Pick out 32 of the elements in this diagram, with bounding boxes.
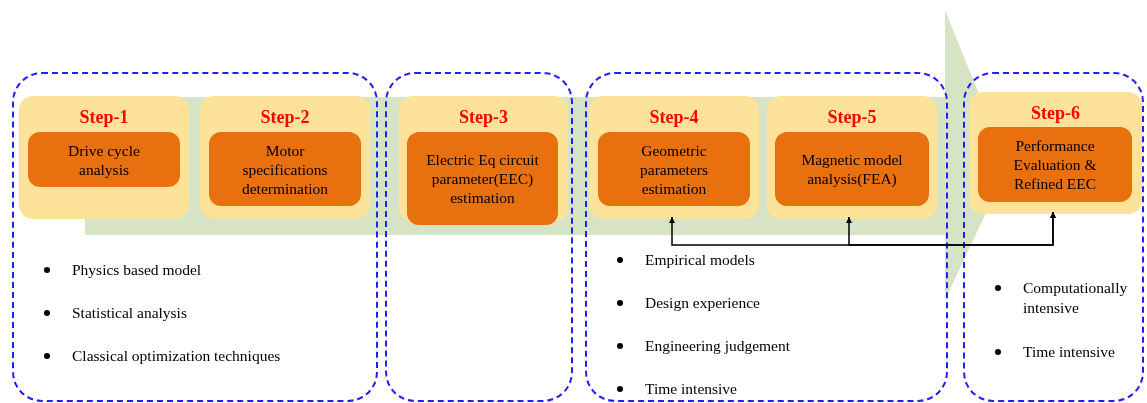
bullet-text: Engineering judgement: [645, 336, 792, 356]
process-box: Electric Eq circuit parameter(EEC) estimation: [407, 132, 558, 225]
step-heading: Step-1: [78, 106, 130, 128]
dashed-group-box: [585, 72, 948, 402]
process-box: Drive cycle analysis: [28, 132, 180, 187]
dashed-group-box: [963, 72, 1144, 402]
bullet-text: Classical optimization techniques: [72, 346, 282, 366]
step-card: [589, 96, 759, 219]
bullet-text: Design experience: [645, 293, 761, 313]
step-card: [767, 96, 937, 219]
bullet-text: Computationally intensive: [1023, 278, 1129, 318]
connector-arrow: [846, 211, 1056, 246]
process-box: Magnetic model analysis(FEA): [775, 132, 929, 206]
step-heading: Step-5: [826, 106, 878, 128]
step-heading: Step-3: [458, 106, 509, 128]
step-heading: Step-2: [259, 106, 311, 128]
bullet-text: Empirical models: [645, 250, 756, 270]
step-card: [969, 92, 1142, 214]
bullet-text: Time intensive: [1023, 342, 1116, 362]
step-card: [200, 96, 370, 219]
process-box: Performance Evaluation & Refined EEC: [978, 127, 1132, 202]
bullet-text: Physics based model: [72, 260, 203, 280]
step-heading: Step-6: [1030, 102, 1081, 124]
dashed-group-box: [385, 72, 573, 402]
process-box: Motor specifications determination: [209, 132, 361, 206]
step-heading: Step-4: [648, 106, 700, 128]
step-card: [19, 96, 189, 219]
bullet-text: Statistical analysis: [72, 303, 188, 323]
process-box: Geometric parameters estimation: [598, 132, 750, 206]
bullet-text: Time intensive: [645, 379, 738, 399]
dashed-group-box: [12, 72, 378, 402]
step-card: [399, 96, 568, 222]
